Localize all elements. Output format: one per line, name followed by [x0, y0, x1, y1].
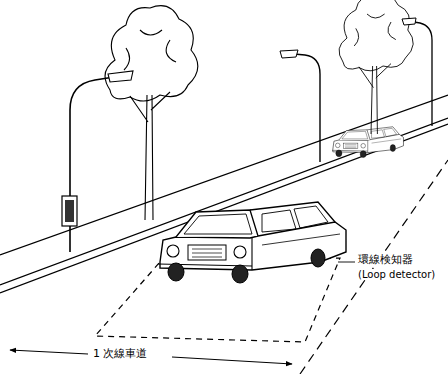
car: [332, 127, 403, 158]
dimension-line: [10, 350, 88, 354]
curb-line: [0, 124, 448, 293]
lamp-pole: [414, 22, 432, 126]
signal-box-body: [62, 196, 77, 226]
lamp-pole: [294, 54, 320, 162]
lane-dimension: [10, 350, 292, 364]
far-car: [332, 127, 403, 158]
street-lamp: [402, 18, 432, 126]
signal-box-face: [65, 200, 74, 222]
tree: [105, 6, 198, 220]
road: [0, 95, 448, 374]
lamp-head: [280, 50, 298, 58]
leader-line: [338, 262, 355, 263]
signal-box: [62, 196, 77, 226]
tree-canopy: [105, 6, 198, 101]
dimension-label: 1 次線車道: [92, 348, 149, 360]
car: [158, 202, 346, 283]
street-lamp: [280, 50, 320, 162]
part-label: (Loop detector): [357, 269, 436, 280]
tree-canopy: [339, 0, 413, 71]
near-car: [158, 202, 346, 283]
dimension-line: [172, 357, 292, 364]
lamp-head: [108, 71, 133, 82]
street-lamp: [70, 71, 133, 252]
lamp-head: [402, 18, 416, 25]
tree-trunk: [130, 92, 170, 220]
loop-detector: [95, 258, 340, 342]
curb-line: [0, 118, 448, 285]
lane-line: [300, 160, 448, 374]
part-label: 環線検知器: [357, 254, 414, 266]
tree-trunk: [359, 64, 391, 134]
